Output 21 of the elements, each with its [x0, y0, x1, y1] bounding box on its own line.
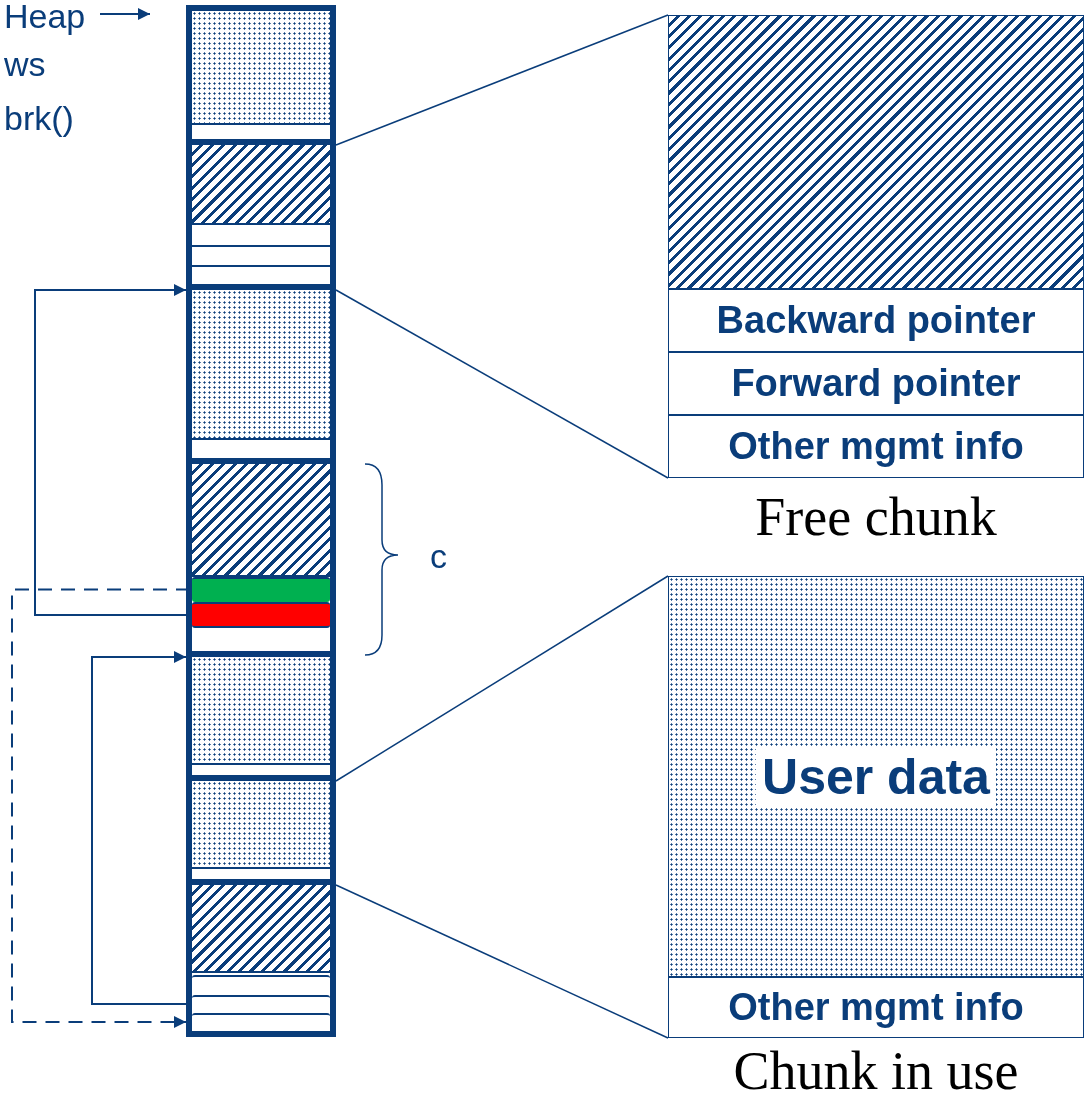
leader-line: [335, 575, 669, 782]
memory-chunk: [192, 464, 330, 657]
leader-line: [335, 884, 669, 1039]
leader-line: [335, 14, 669, 146]
pointer-field: [192, 577, 330, 602]
label-text: brk(): [4, 98, 74, 138]
label-text: Heap: [4, 0, 86, 36]
label-text: c: [430, 536, 447, 576]
memory-chunk: [192, 657, 330, 781]
memory-chunk: [192, 11, 330, 145]
user-data-area: [669, 577, 1083, 976]
label-text: ws: [4, 44, 46, 84]
chunk-caption: Chunk in use: [732, 1041, 1020, 1099]
memory-chunk: [192, 145, 330, 290]
user-data-label: User data: [756, 747, 996, 806]
heap-column: [186, 5, 336, 1037]
chunk-caption: Free chunk: [754, 487, 998, 547]
leader-line: [335, 289, 669, 479]
pointer-field: [192, 602, 330, 628]
memory-chunk: [192, 781, 330, 885]
memory-chunk: [192, 290, 330, 464]
